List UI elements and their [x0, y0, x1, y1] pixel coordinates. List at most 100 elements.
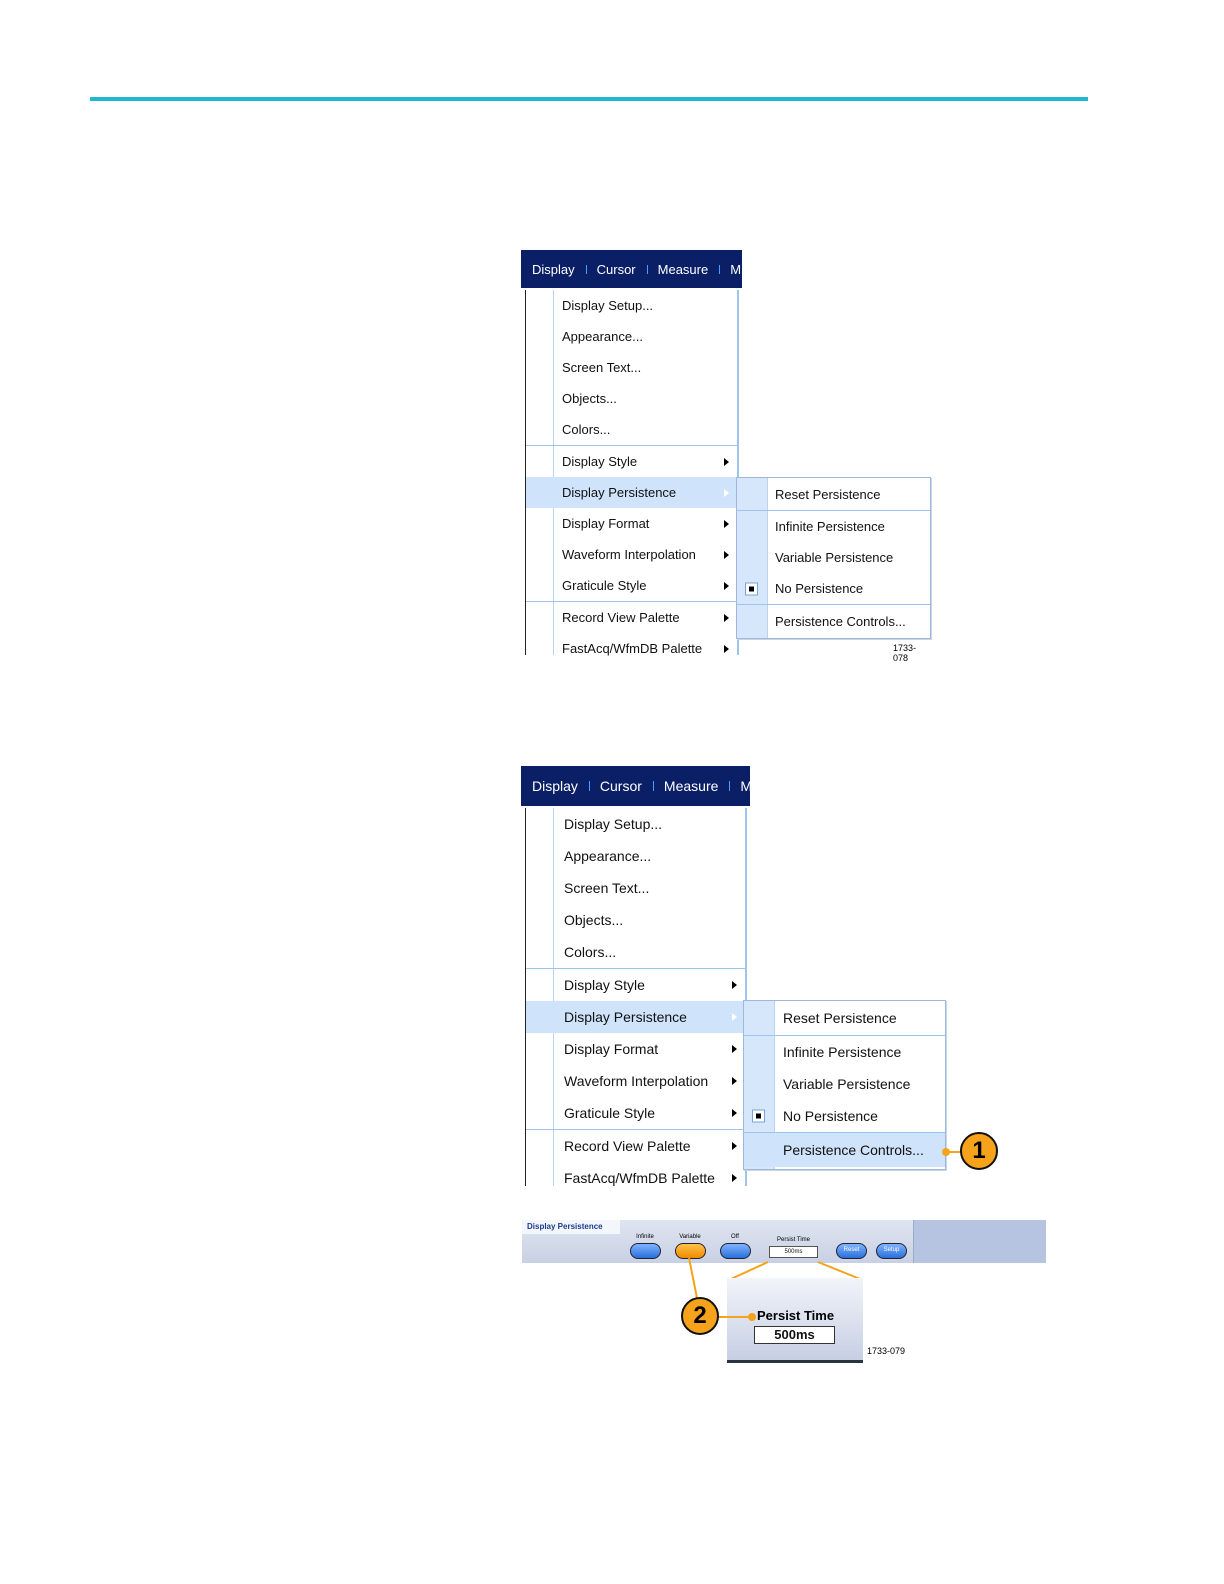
variable-label: Variable [679, 1234, 701, 1240]
submenu-item-label: Reset Persistence [783, 1010, 897, 1026]
menu-item-appearance[interactable]: Appearance... [526, 840, 745, 872]
submenu-gutter [737, 478, 768, 638]
persist-time-label: Persist Time [776, 1237, 810, 1243]
menu-item-label: Appearance... [562, 329, 643, 344]
variable-button[interactable] [675, 1243, 706, 1259]
submenu-arrow-icon [732, 1045, 737, 1053]
submenu-item-label: Variable Persistence [775, 550, 894, 565]
callout-1-leader [945, 1151, 961, 1153]
submenu-item-infinite-persistence[interactable]: Infinite Persistence [737, 510, 930, 542]
menu-bar: Display Cursor Measure M [521, 250, 742, 288]
submenu-arrow-icon [724, 488, 729, 497]
submenu-arrow-icon [724, 613, 729, 622]
setup-label: Setup [883, 1247, 900, 1253]
menu-more[interactable]: M [729, 778, 763, 794]
menu-item-waveform-interpolation[interactable]: Waveform Interpolation [526, 539, 737, 570]
menu-display[interactable]: Display [532, 778, 578, 794]
off-button[interactable] [720, 1243, 751, 1259]
menu-item-appearance[interactable]: Appearance... [526, 321, 737, 352]
menu-item-display-setup[interactable]: Display Setup... [526, 290, 737, 321]
setup-button[interactable]: Setup [876, 1243, 907, 1259]
submenu-arrow-icon [724, 519, 729, 528]
persistence-submenu: Reset Persistence Infinite Persistence V… [743, 1000, 946, 1170]
menu-item-fastacq-palette[interactable]: FastAcq/WfmDB Palette [526, 633, 737, 664]
menu-item-record-view-palette[interactable]: Record View Palette [526, 601, 737, 633]
menu-display[interactable]: Display [532, 261, 575, 277]
submenu-item-reset-persistence[interactable]: Reset Persistence [737, 478, 930, 510]
submenu-item-reset-persistence[interactable]: Reset Persistence [744, 1001, 945, 1035]
display-menu: Display Setup... Appearance... Screen Te… [525, 808, 747, 1186]
menu-item-label: Display Setup... [564, 816, 663, 832]
menu-item-graticule-style[interactable]: Graticule Style [526, 570, 737, 601]
submenu-arrow-icon [732, 1142, 737, 1150]
persist-time-zoom: Persist Time 500ms [727, 1278, 863, 1363]
menu-item-objects[interactable]: Objects... [526, 383, 737, 414]
submenu-item-variable-persistence[interactable]: Variable Persistence [737, 542, 930, 573]
menu-item-label: Display Persistence [564, 1009, 687, 1025]
menu-item-display-style[interactable]: Display Style [526, 445, 737, 477]
submenu-item-variable-persistence[interactable]: Variable Persistence [744, 1068, 945, 1100]
reset-label: Reset [843, 1247, 860, 1253]
menu-more[interactable]: M [719, 262, 752, 277]
menu-item-colors[interactable]: Colors... [526, 936, 745, 968]
menu-item-label: Display Style [564, 977, 645, 993]
callout-number: 1 [972, 1137, 986, 1164]
header-rule [90, 97, 1088, 101]
menu-measure[interactable]: Measure [646, 262, 720, 277]
menu-item-label: Screen Text... [562, 360, 642, 375]
menu-item-waveform-interpolation[interactable]: Waveform Interpolation [526, 1065, 745, 1097]
palette-title: Display Persistence [522, 1220, 620, 1234]
submenu-arrow-icon [732, 1077, 737, 1085]
palette-side-panel [913, 1220, 1046, 1263]
callout-number: 2 [693, 1302, 707, 1329]
submenu-item-persistence-controls[interactable]: Persistence Controls... [744, 1132, 945, 1167]
menu-item-screen-text[interactable]: Screen Text... [526, 872, 745, 904]
persist-time-field[interactable]: 500ms [769, 1246, 818, 1258]
menu-item-label: Waveform Interpolation [564, 1073, 709, 1089]
menu-cursor[interactable]: Cursor [585, 262, 647, 277]
menu-item-objects[interactable]: Objects... [526, 904, 745, 936]
menu-item-display-persistence[interactable]: Display Persistence [526, 1001, 745, 1033]
checkbox-checked-icon [752, 1109, 765, 1123]
menu-item-display-persistence[interactable]: Display Persistence [526, 477, 737, 508]
zoom-persist-time-value[interactable]: 500ms [754, 1326, 835, 1344]
submenu-item-no-persistence[interactable]: No Persistence [737, 573, 930, 604]
menu-item-label: Display Format [564, 1041, 659, 1057]
menu-screenshot-1: Display Cursor Measure M Display Setup..… [521, 250, 931, 663]
menu-item-colors[interactable]: Colors... [526, 414, 737, 445]
menu-item-screen-text[interactable]: Screen Text... [526, 352, 737, 383]
submenu-item-label: Persistence Controls... [783, 1142, 924, 1158]
callout-1: 1 [960, 1132, 998, 1170]
submenu-item-no-persistence[interactable]: No Persistence [744, 1100, 945, 1132]
menu-item-label: Objects... [564, 912, 624, 928]
submenu-item-label: Reset Persistence [775, 486, 881, 502]
reset-button[interactable]: Reset [836, 1243, 867, 1259]
menu-measure[interactable]: Measure [652, 778, 729, 794]
callout-2: 2 [681, 1297, 719, 1335]
menu-item-label: Waveform Interpolation [562, 547, 696, 562]
menu-item-display-setup[interactable]: Display Setup... [526, 808, 745, 840]
submenu-arrow-icon [732, 1013, 737, 1021]
submenu-arrow-icon [732, 1174, 737, 1182]
menu-item-display-format[interactable]: Display Format [526, 508, 737, 539]
menu-item-label: Display Style [562, 454, 638, 469]
submenu-item-persistence-controls[interactable]: Persistence Controls... [737, 604, 930, 637]
off-label: Off [731, 1234, 739, 1240]
menu-item-display-style[interactable]: Display Style [526, 968, 745, 1001]
menu-item-display-format[interactable]: Display Format [526, 1033, 745, 1065]
menu-cursor[interactable]: Cursor [588, 778, 653, 794]
callout-2-dot [748, 1313, 756, 1321]
menu-item-label: Colors... [562, 422, 611, 437]
submenu-item-infinite-persistence[interactable]: Infinite Persistence [744, 1035, 945, 1068]
menu-item-label: Display Setup... [562, 298, 654, 313]
menu-item-fastacq-palette[interactable]: FastAcq/WfmDB Palette [526, 1162, 745, 1194]
figure-id: 1733-079 [867, 1346, 906, 1356]
menu-gutter [526, 290, 554, 655]
menu-item-label: Display Format [562, 516, 650, 531]
submenu-item-label: No Persistence [783, 1108, 878, 1124]
menu-bar: Display Cursor Measure M [521, 766, 752, 806]
infinite-button[interactable] [630, 1243, 661, 1259]
submenu-item-label: Variable Persistence [783, 1076, 911, 1092]
menu-item-record-view-palette[interactable]: Record View Palette [526, 1129, 745, 1162]
menu-item-graticule-style[interactable]: Graticule Style [526, 1097, 745, 1129]
